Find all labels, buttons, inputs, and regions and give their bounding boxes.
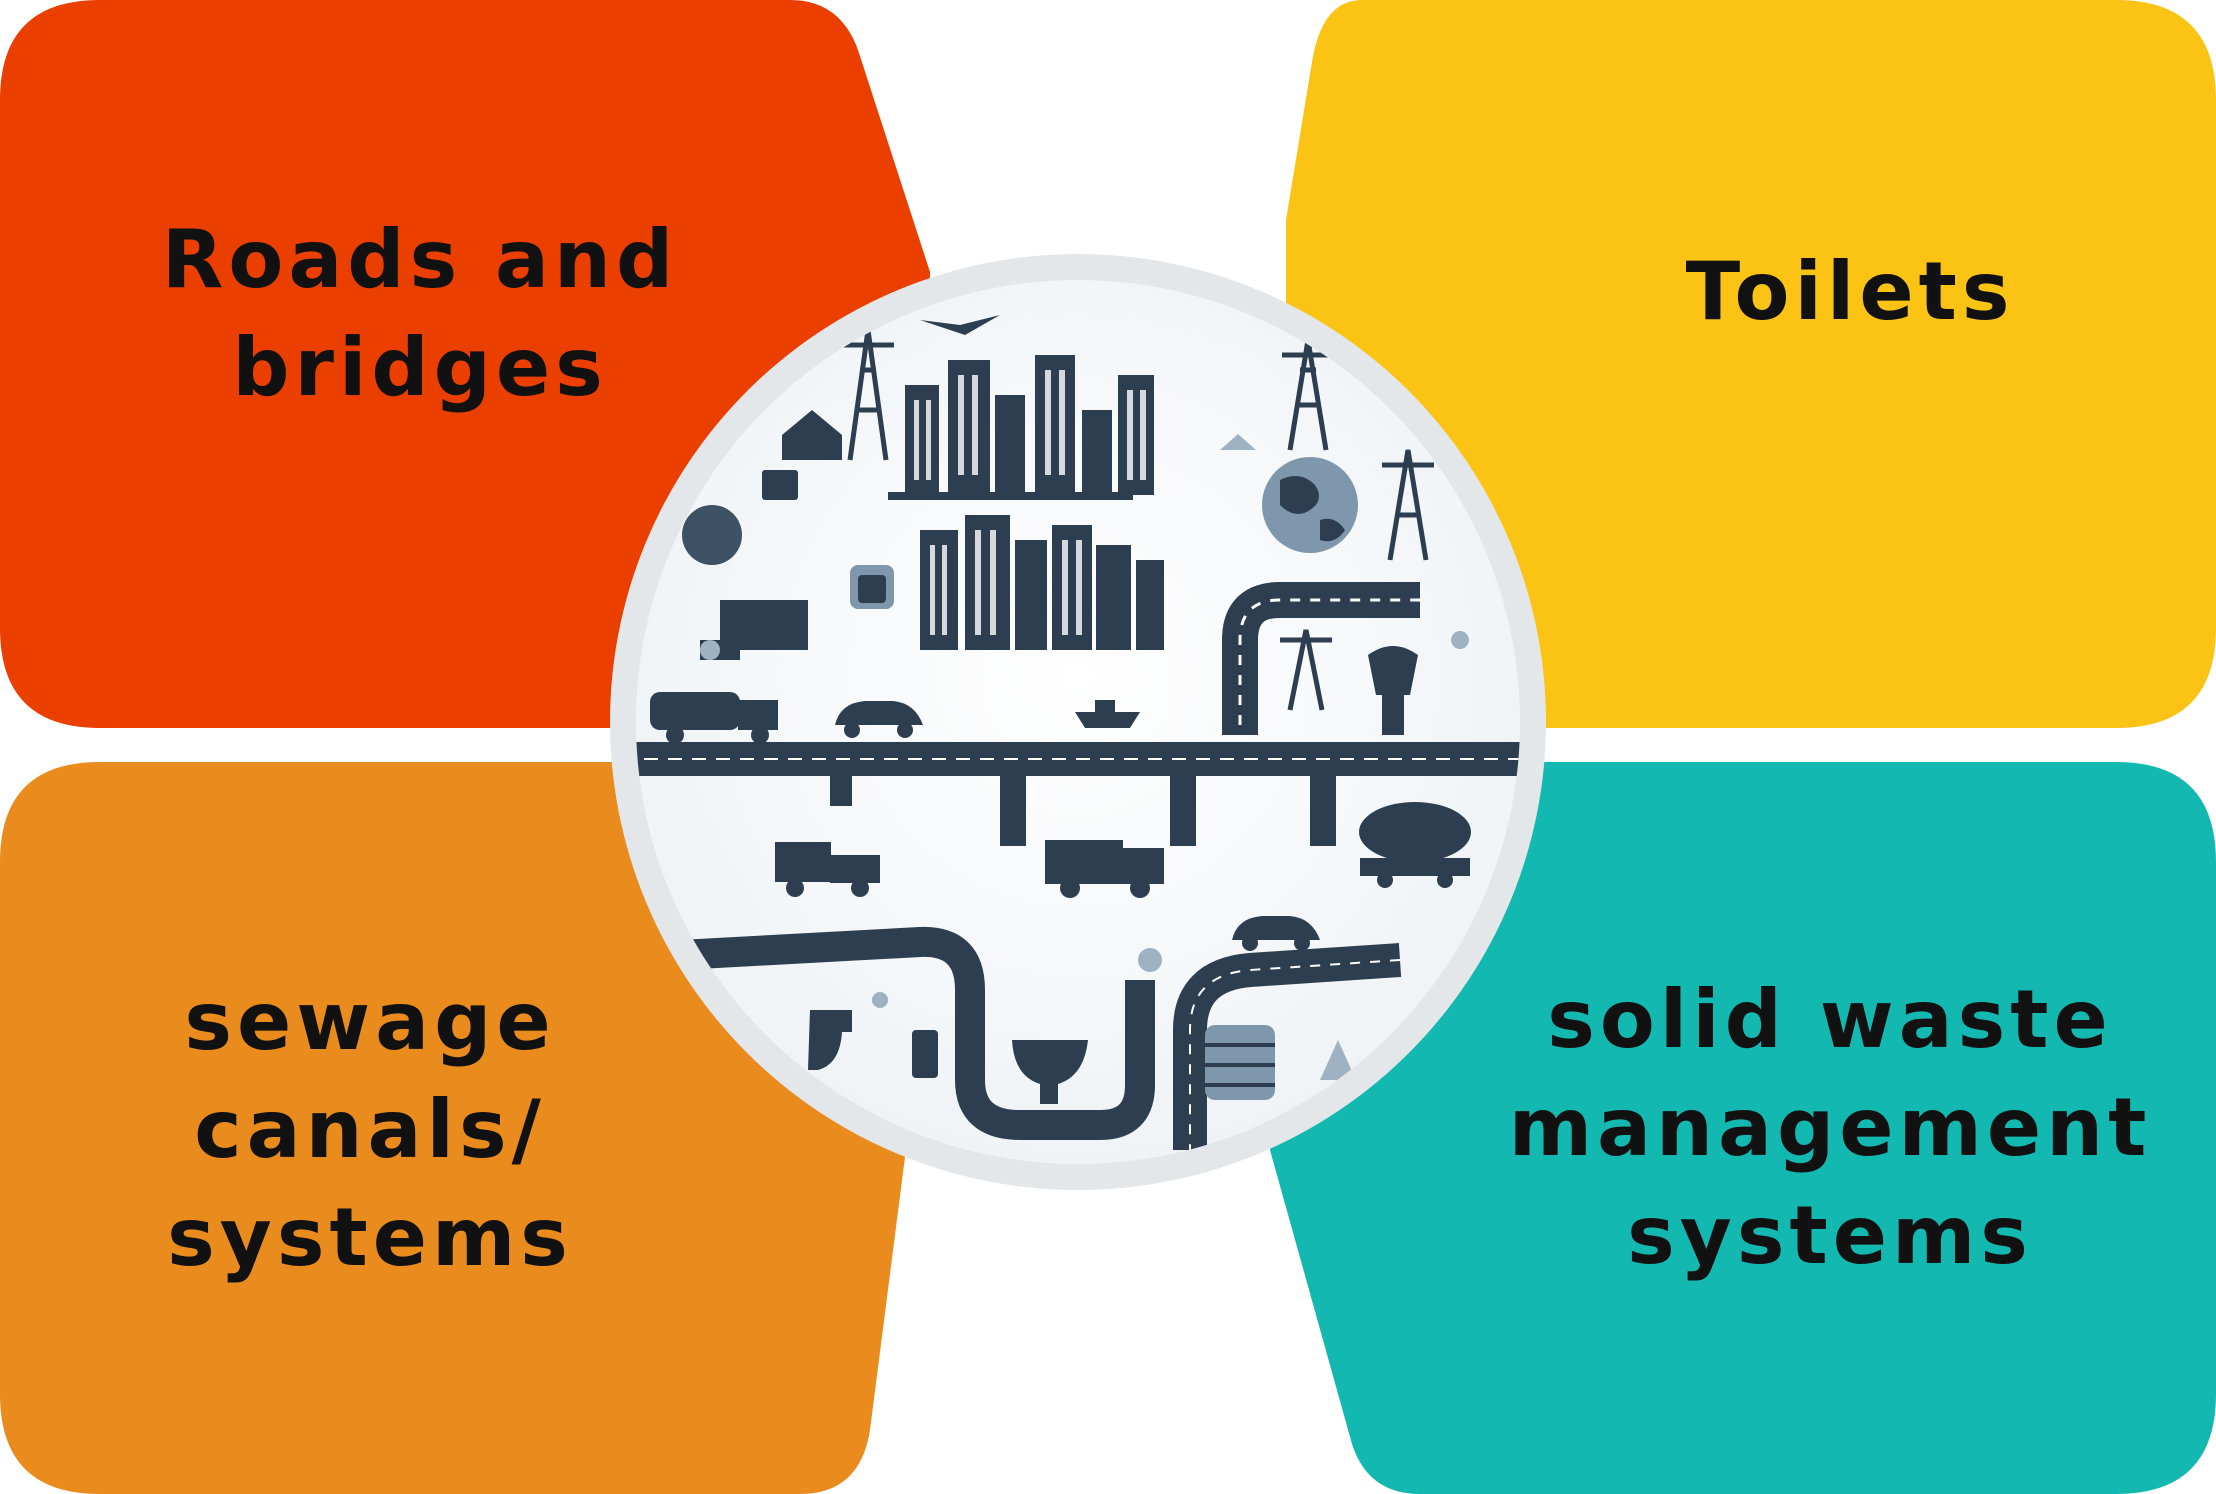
city-infrastructure-icon (636, 315, 1520, 1150)
label-line: systems (1627, 1189, 2033, 1282)
label-line: bridges (232, 321, 608, 414)
label-line: management (1508, 1081, 2152, 1174)
label-line: solid waste (1547, 973, 2113, 1066)
label-roads-and-bridges: Roads and bridges (90, 206, 750, 422)
label-line: systems (167, 1191, 573, 1284)
label-solid-waste-management-systems: solid waste management systems (1460, 966, 2200, 1290)
label-sewage-canals-systems: sewage canals/ systems (40, 968, 700, 1292)
label-line: canals/ (194, 1083, 546, 1176)
label-line: Roads and (161, 213, 679, 306)
quadrant-top-right (1286, 0, 2216, 728)
label-line: Toilets (1685, 245, 2015, 338)
label-toilets: Toilets (1560, 238, 2140, 346)
label-line: sewage (184, 975, 556, 1068)
quadrant-bottom-right (1270, 762, 2216, 1494)
